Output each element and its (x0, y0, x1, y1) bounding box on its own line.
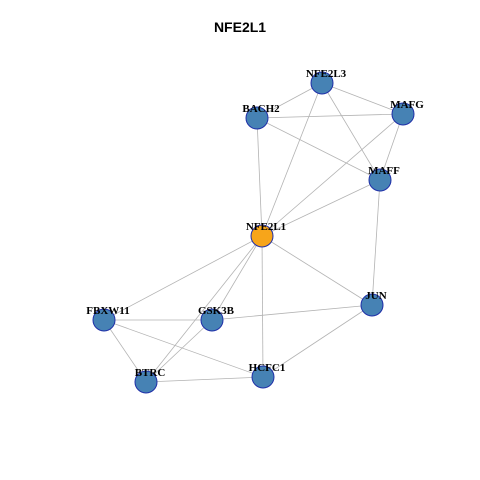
node-label-hcfc1: HCFC1 (249, 362, 286, 374)
edge-gsk3b-jun (211, 304, 373, 321)
edge-gsk3b-btrc (145, 319, 213, 383)
edge-jun-hcfc1 (262, 304, 373, 378)
edge-btrc-hcfc1 (145, 376, 264, 383)
edge-bach2-mafg (256, 113, 404, 119)
node-btrc (134, 370, 158, 394)
edge-bach2-maff (256, 117, 381, 181)
node-label-mafg: MAFG (390, 99, 424, 111)
edge-nfe2l1-btrc (145, 235, 263, 383)
edge-layer (103, 82, 404, 383)
node-label-fbxw11: FBXW11 (86, 305, 129, 317)
edge-nfe2l1-hcfc1 (261, 235, 264, 378)
node-label-gsk3b: GSK3B (198, 305, 235, 317)
node-label-nfe2l3: NFE2L3 (306, 68, 347, 80)
edge-nfe2l1-fbxw11 (103, 235, 263, 321)
node-gsk3b (200, 308, 224, 332)
node-jun (360, 293, 384, 317)
node-nfe2l1 (250, 224, 274, 248)
node-nfe2l3 (310, 71, 334, 95)
edge-nfe2l3-maff (321, 82, 381, 181)
node-label-nfe2l1: NFE2L1 (246, 221, 286, 233)
edge-bach2-nfe2l1 (256, 117, 263, 237)
node-maff (368, 168, 392, 192)
node-label-maff: MAFF (368, 165, 400, 177)
edge-maff-jun (371, 179, 381, 306)
node-fbxw11 (92, 308, 116, 332)
edge-fbxw11-hcfc1 (103, 319, 264, 378)
edge-nfe2l1-jun (261, 235, 373, 306)
node-label-bach2: BACH2 (242, 103, 280, 115)
edge-nfe2l3-mafg (321, 82, 404, 115)
edge-nfe2l3-bach2 (256, 82, 323, 119)
node-bach2 (245, 106, 269, 130)
node-label-btrc: BTRC (135, 367, 166, 379)
edge-maff-nfe2l1 (261, 179, 381, 237)
graph-title: NFE2L1 (213, 19, 267, 35)
edge-mafg-maff (379, 113, 404, 181)
node-mafg (391, 102, 415, 126)
edge-nfe2l3-nfe2l1 (261, 82, 323, 237)
node-hcfc1 (251, 365, 275, 389)
edge-mafg-nfe2l1 (261, 113, 404, 237)
edge-fbxw11-btrc (103, 319, 147, 383)
node-label-jun: JUN (365, 290, 386, 302)
edge-nfe2l1-gsk3b (211, 235, 263, 321)
